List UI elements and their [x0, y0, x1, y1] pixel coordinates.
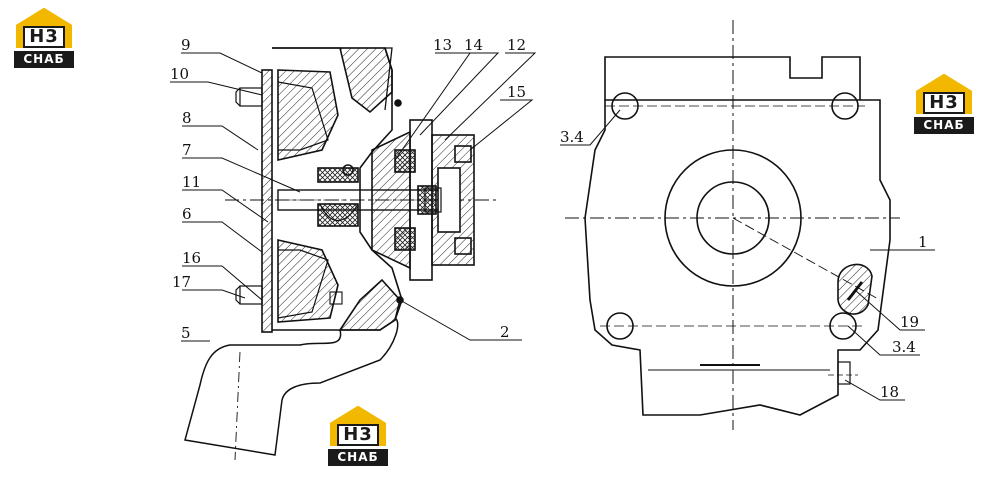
callout-13: 13: [433, 36, 452, 54]
callout-5: 5: [181, 324, 191, 342]
callout-19: 19: [900, 313, 919, 331]
logo-mark: H3: [337, 424, 379, 446]
callout-1-front: 1: [918, 233, 928, 251]
brand-logo-top-left: H3 СНАБ: [12, 8, 76, 70]
front-view: [565, 20, 900, 430]
front-leader-lines: [844, 249, 935, 401]
callout-15: 15: [507, 83, 526, 101]
brand-logo-bottom: H3 СНАБ: [326, 406, 390, 468]
leader-lines: [170, 52, 621, 342]
logo-mark: H3: [23, 26, 65, 48]
callout-16: 16: [182, 249, 201, 267]
logo-mark: H3: [923, 92, 965, 114]
logo-brand: СНАБ: [14, 51, 74, 68]
callout-7: 7: [182, 141, 192, 159]
logo-brand: СНАБ: [914, 117, 974, 134]
callout-10: 10: [170, 65, 189, 83]
callout-9: 9: [181, 36, 191, 54]
callout-11: 11: [182, 173, 201, 191]
callout-18: 18: [880, 383, 899, 401]
callout-12: 12: [507, 36, 526, 54]
callout-2: 2: [500, 323, 510, 341]
brand-logo-right: H3 СНАБ: [912, 74, 976, 136]
callout-labels: 9 10 8 7 11 6 16 17 5 13 14 12 15 2 3.4 …: [170, 36, 928, 401]
callout-3-4-upper: 3.4: [560, 128, 584, 146]
callout-17: 17: [172, 273, 191, 291]
logo-brand: СНАБ: [328, 449, 388, 466]
callout-3-4-lower: 3.4: [892, 338, 916, 356]
callout-6: 6: [182, 205, 192, 223]
callout-8: 8: [182, 109, 192, 127]
section-view: [184, 47, 500, 461]
callout-14: 14: [464, 36, 483, 54]
